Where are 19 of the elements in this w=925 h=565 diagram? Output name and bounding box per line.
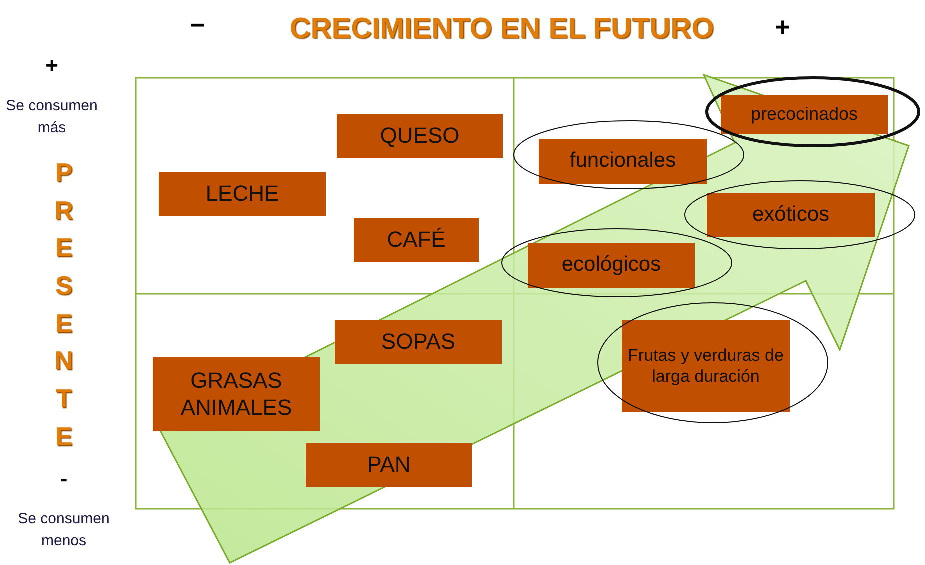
axis-note: Se consumen más	[5, 96, 99, 138]
axis-title: PRESENTE	[54, 156, 74, 454]
category-box: LECHE	[159, 172, 326, 216]
title: CRECIMIENTO EN EL FUTURO	[288, 12, 716, 47]
sign-label: −	[190, 12, 206, 38]
category-box: QUESO	[337, 114, 503, 158]
category-box: GRASAS ANIMALES	[153, 357, 320, 431]
category-box: ecológicos	[528, 243, 695, 288]
category-box: funcionales	[539, 139, 707, 184]
category-box: SOPAS	[335, 320, 502, 364]
sign-label: +	[46, 55, 58, 77]
sign-label: -	[60, 468, 68, 490]
category-box: PAN	[306, 443, 472, 487]
axis-note: Se consumen menos	[17, 509, 111, 551]
category-box: Frutas y verduras de larga duración	[622, 320, 790, 412]
sign-label: +	[775, 14, 791, 40]
category-box: exóticos	[707, 193, 875, 237]
category-box: precocinados	[721, 95, 888, 134]
category-box: CAFÉ	[354, 218, 479, 262]
